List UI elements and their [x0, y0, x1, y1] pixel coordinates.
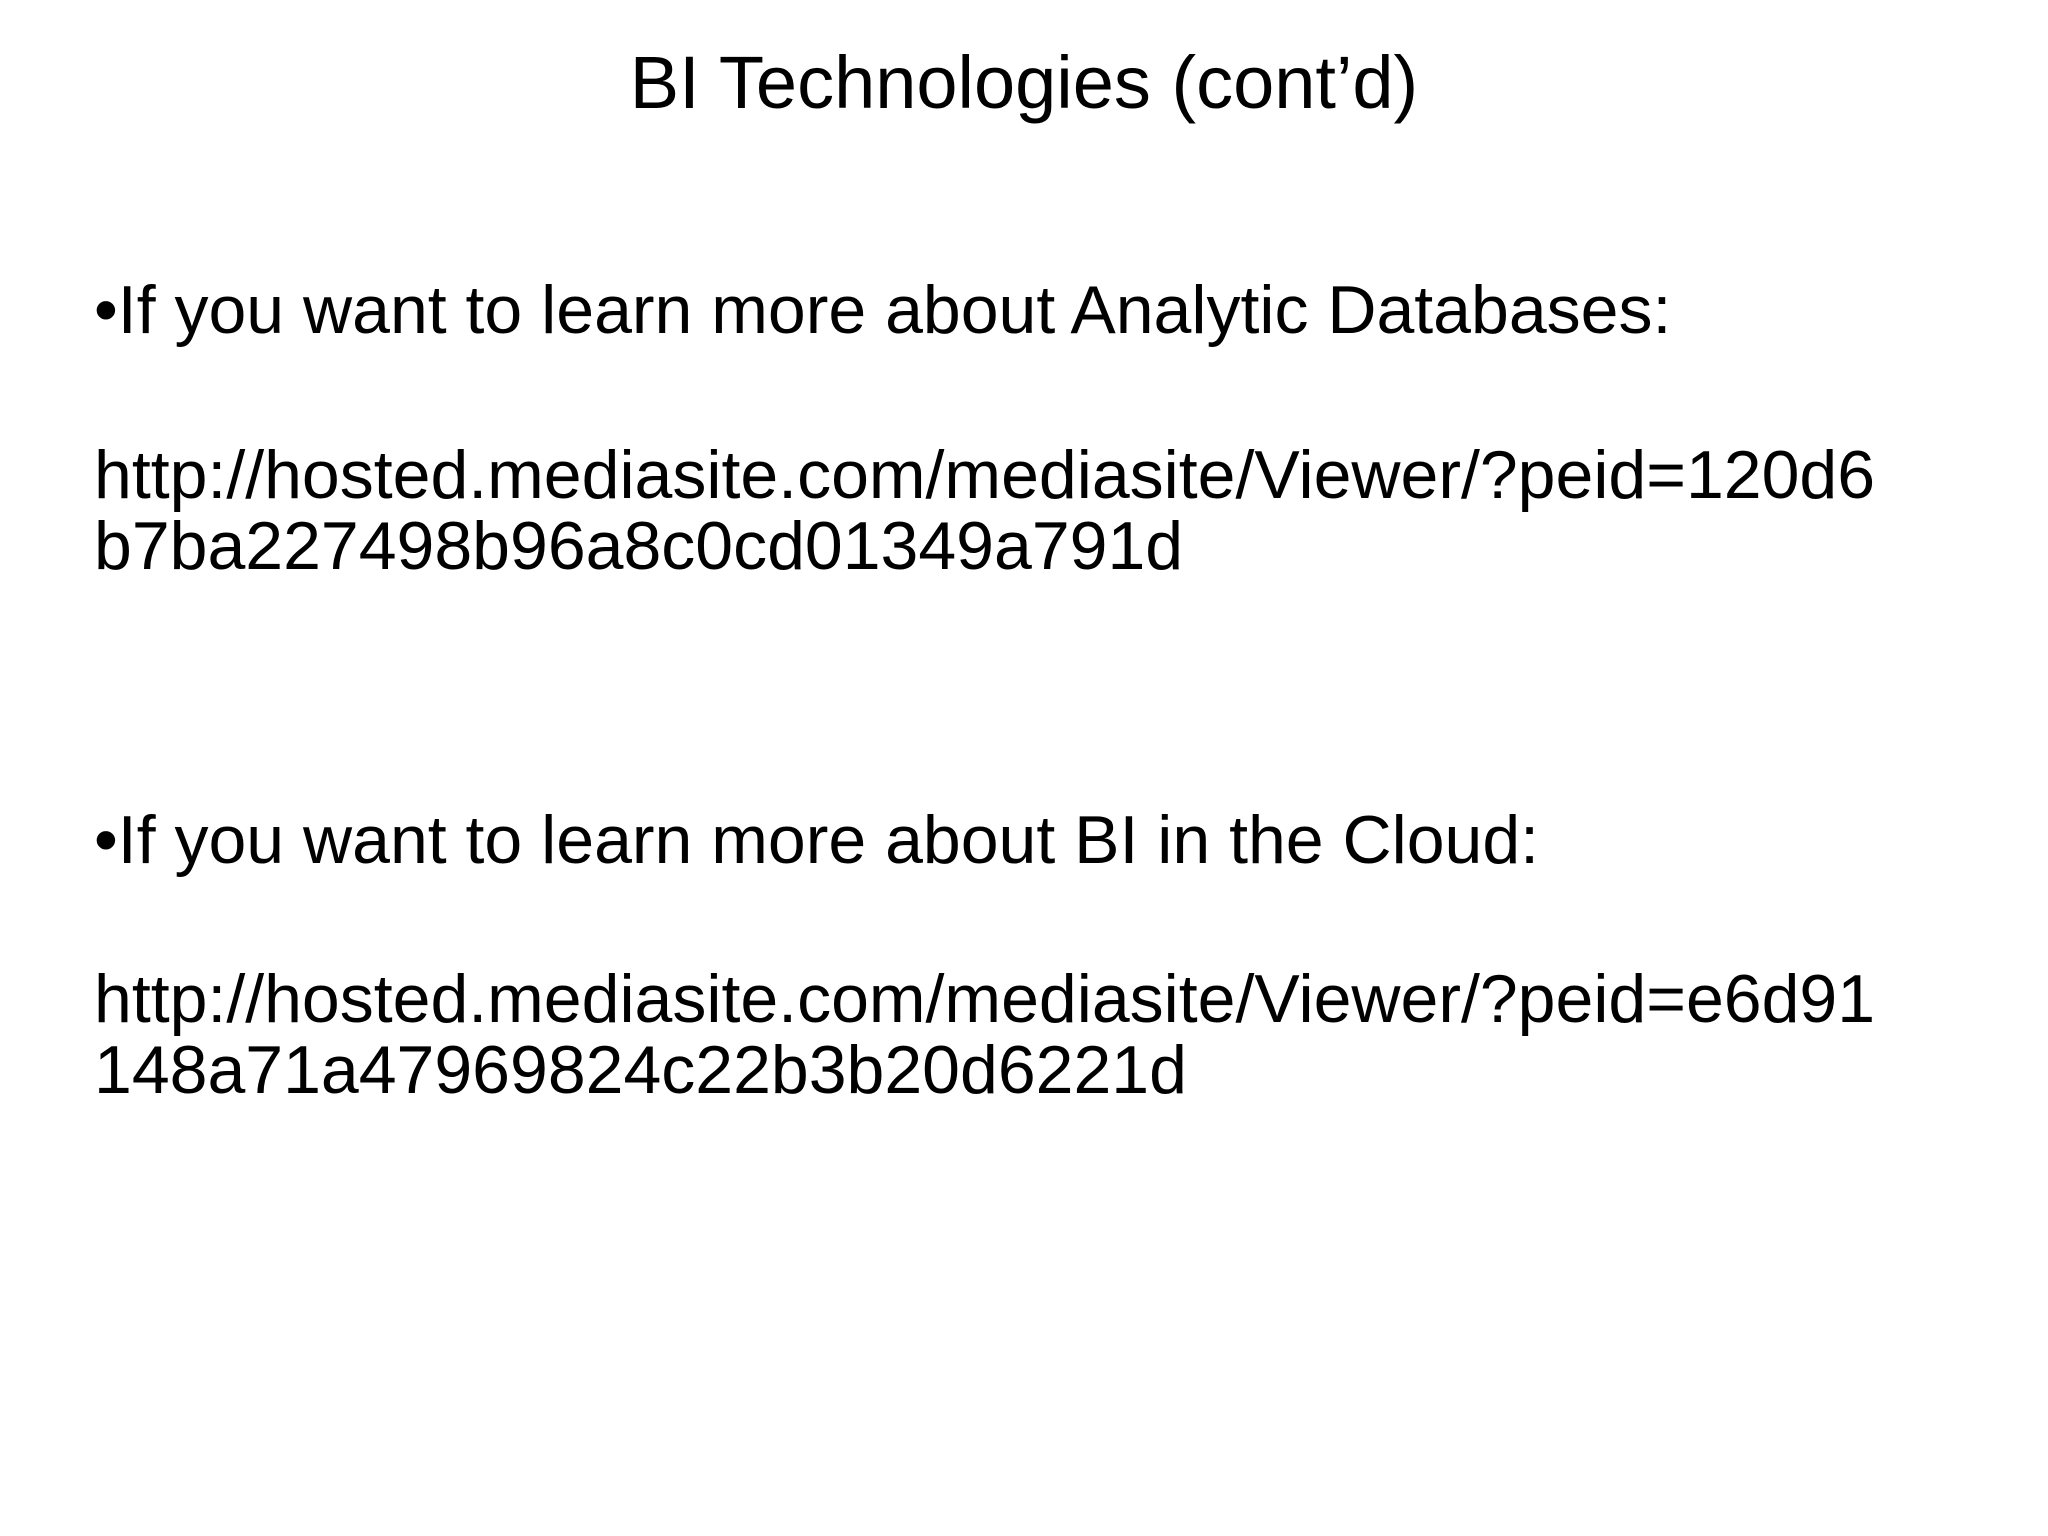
url-bi-in-the-cloud: http://hosted.mediasite.com/mediasite/Vi…: [94, 964, 1875, 1105]
bullet-analytic-databases: •If you want to learn more about Analyti…: [94, 272, 1672, 348]
url-analytic-databases: http://hosted.mediasite.com/mediasite/Vi…: [94, 440, 1875, 581]
url-line: 148a71a47969824c22b3b20d6221d: [94, 1031, 1187, 1108]
slide-title: BI Technologies (cont’d): [629, 41, 1419, 124]
url-line: b7ba227498b96a8c0cd01349a791d: [94, 507, 1184, 584]
url-line: http://hosted.mediasite.com/mediasite/Vi…: [94, 961, 1876, 1037]
url-line: http://hosted.mediasite.com/mediasite/Vi…: [94, 437, 1876, 513]
bullet-bi-in-the-cloud: •If you want to learn more about BI in t…: [94, 802, 1540, 878]
